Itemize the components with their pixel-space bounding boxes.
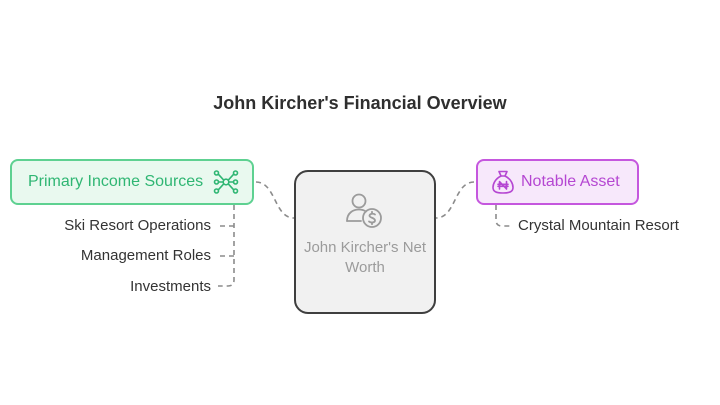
money-bag-icon	[491, 169, 515, 195]
notable-asset-label: Notable Asset	[521, 173, 620, 190]
connector-left-spine	[218, 205, 235, 287]
connector-left-to-center	[255, 181, 295, 219]
person-dollar-icon	[344, 190, 386, 237]
net-worth-node: John Kircher's Net Worth	[294, 170, 436, 314]
primary-income-sources-label: Primary Income Sources	[28, 173, 204, 190]
network-hub-icon	[212, 168, 240, 196]
primary-income-sources-node: Primary Income Sources	[10, 159, 254, 205]
income-item-investments: Investments	[130, 278, 211, 295]
connector-right-to-center	[435, 181, 475, 219]
diagram-title: John Kircher's Financial Overview	[213, 93, 507, 113]
income-item-ski-resort-operations: Ski Resort Operations	[64, 217, 211, 234]
income-item-management-roles: Management Roles	[80, 247, 211, 264]
connector-right-item-1	[495, 205, 512, 227]
notable-asset-node: Notable Asset	[476, 159, 639, 205]
asset-item-crystal-mountain-resort: Crystal Mountain Resort	[518, 217, 679, 234]
net-worth-label: John Kircher's Net Worth	[303, 239, 427, 276]
